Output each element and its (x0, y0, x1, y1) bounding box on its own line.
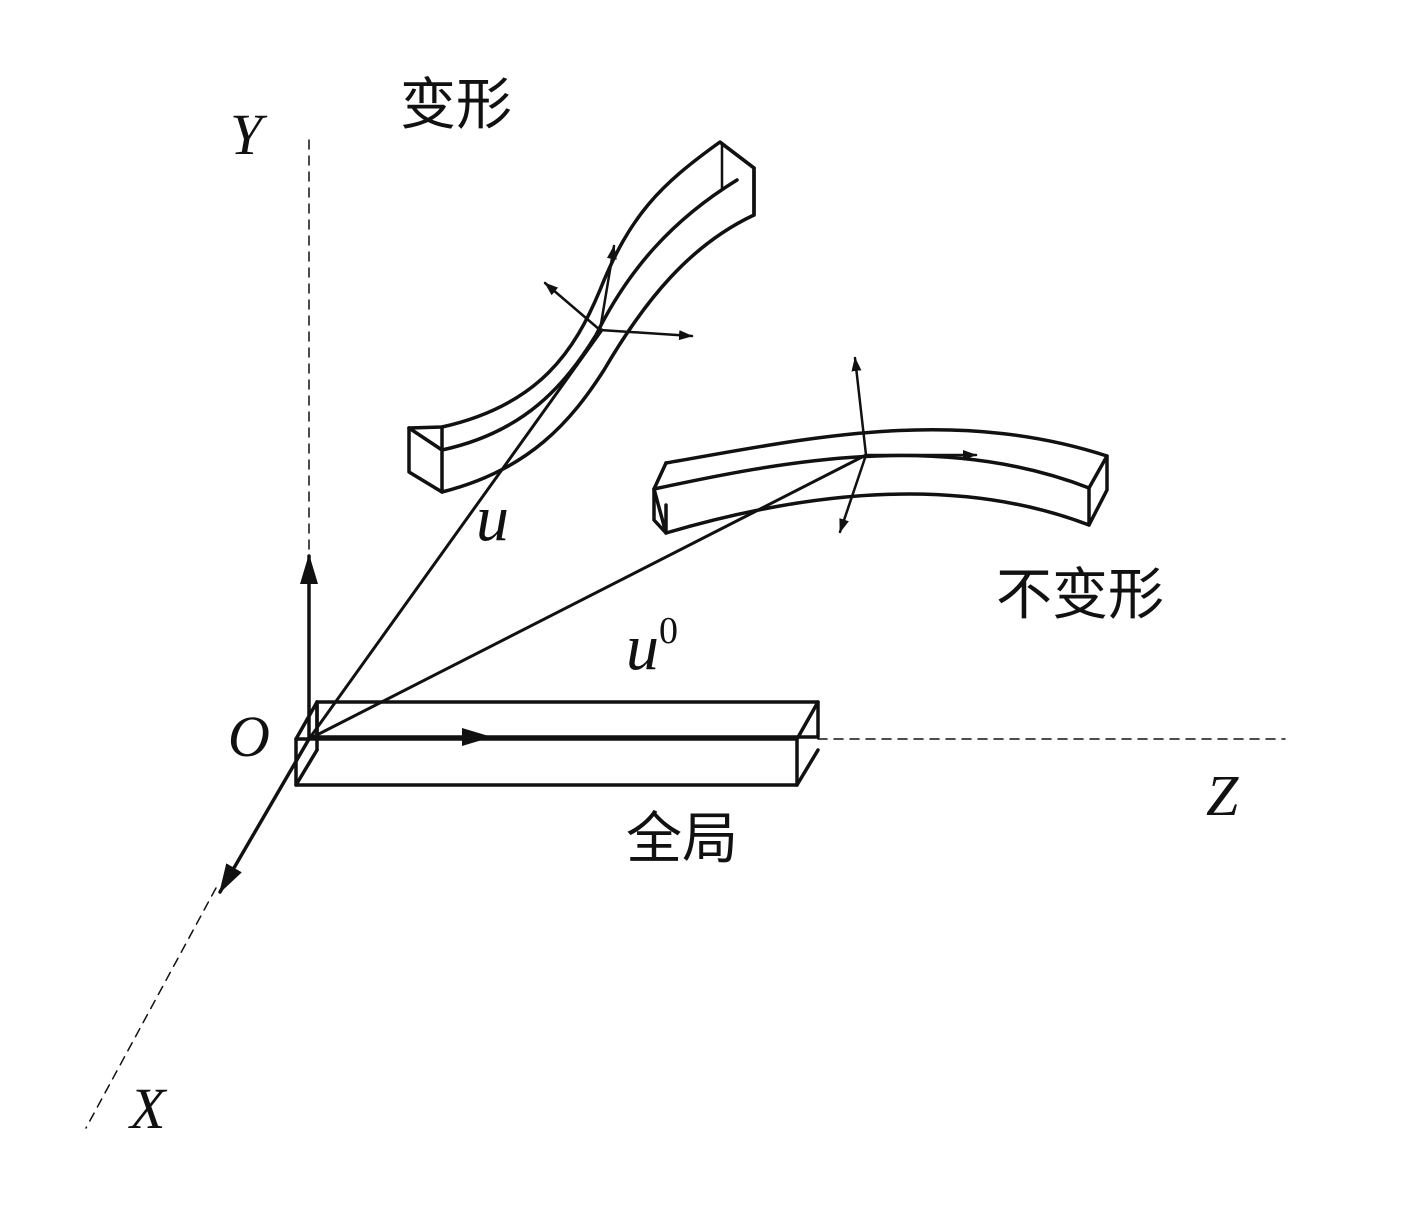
undeformed-label: 不变形 (996, 563, 1164, 628)
undeformed-beam (652, 428, 1109, 535)
deformed-beam (407, 140, 756, 494)
x-axis-arrow (218, 737, 311, 894)
vector-u0-base: u (626, 611, 659, 684)
undeformed-local-frame (838, 356, 978, 534)
vector-u0 (307, 453, 868, 741)
vector-u0-superscript: 0 (659, 610, 678, 652)
deformed-label: 变形 (400, 73, 512, 138)
vector-u-label: u (476, 482, 509, 555)
global-label: 全局 (626, 807, 738, 872)
x-axis-label: X (130, 1076, 166, 1141)
x-axis-dashed (85, 887, 217, 1129)
origin-label: O (228, 704, 270, 769)
y-axis-label: Y (230, 102, 263, 167)
vector-u0-label: u0 (626, 612, 678, 681)
global-beam (294, 700, 820, 787)
vector-u (307, 328, 604, 741)
deformed-local-frame (543, 244, 694, 341)
z-axis-label: Z (1206, 763, 1239, 828)
